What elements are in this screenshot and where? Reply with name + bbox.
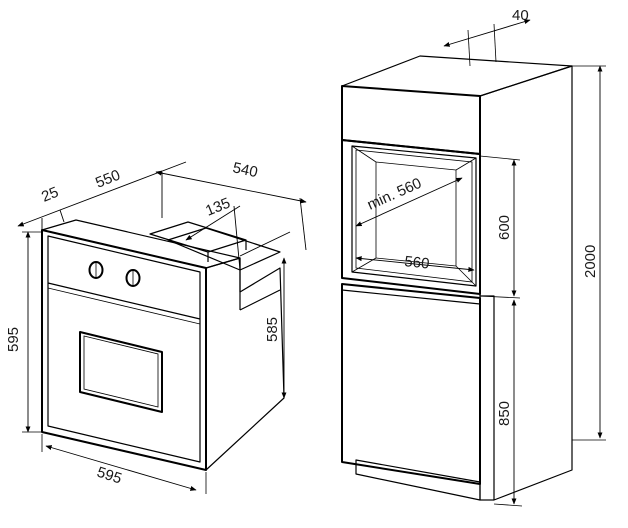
dim-label-min-560: min. 560 bbox=[365, 175, 424, 214]
cabinet-top-lid bbox=[341, 55, 573, 97]
oven-dimension-labels: 25 550 540 135 595 585 595 bbox=[5, 159, 281, 487]
oven-top-panel bbox=[41, 219, 241, 269]
dim-label-850: 850 bbox=[496, 401, 513, 426]
dim-label-595-width: 595 bbox=[95, 464, 124, 488]
cabinet-top-front bbox=[341, 85, 481, 155]
dim-label-585: 585 bbox=[264, 317, 281, 342]
cabinet-base-front bbox=[341, 283, 481, 485]
oven-knob-left bbox=[88, 261, 104, 279]
dim-label-2000: 2000 bbox=[582, 245, 599, 278]
oven-body-side bbox=[205, 257, 285, 471]
oven-dimensions bbox=[17, 161, 307, 494]
dim-label-40: 40 bbox=[512, 7, 529, 24]
dim-label-135: 135 bbox=[203, 195, 233, 220]
oven-vent-block bbox=[149, 221, 247, 253]
cabinet-drawing bbox=[341, 55, 573, 501]
oven-window bbox=[79, 331, 163, 413]
dim-label-560: 560 bbox=[404, 253, 431, 273]
oven-door-frame bbox=[47, 235, 201, 463]
cabinet-niche-frame bbox=[341, 139, 481, 295]
dim-label-600: 600 bbox=[496, 215, 513, 240]
oven-control-strip-line bbox=[47, 282, 201, 320]
oven-front-face bbox=[41, 229, 207, 471]
dim-label-595-height: 595 bbox=[5, 327, 22, 352]
cabinet-dimensions bbox=[355, 19, 606, 507]
oven-knob-right bbox=[125, 269, 141, 287]
cabinet-dimension-labels: 40 min. 560 560 600 2000 850 bbox=[365, 7, 599, 426]
cabinet-plinth bbox=[355, 459, 481, 501]
dim-label-540: 540 bbox=[231, 159, 259, 181]
cabinet-right-side bbox=[479, 65, 573, 501]
oven-body-top bbox=[167, 227, 281, 271]
oven-drawing bbox=[41, 219, 285, 471]
dim-label-25: 25 bbox=[39, 184, 61, 206]
